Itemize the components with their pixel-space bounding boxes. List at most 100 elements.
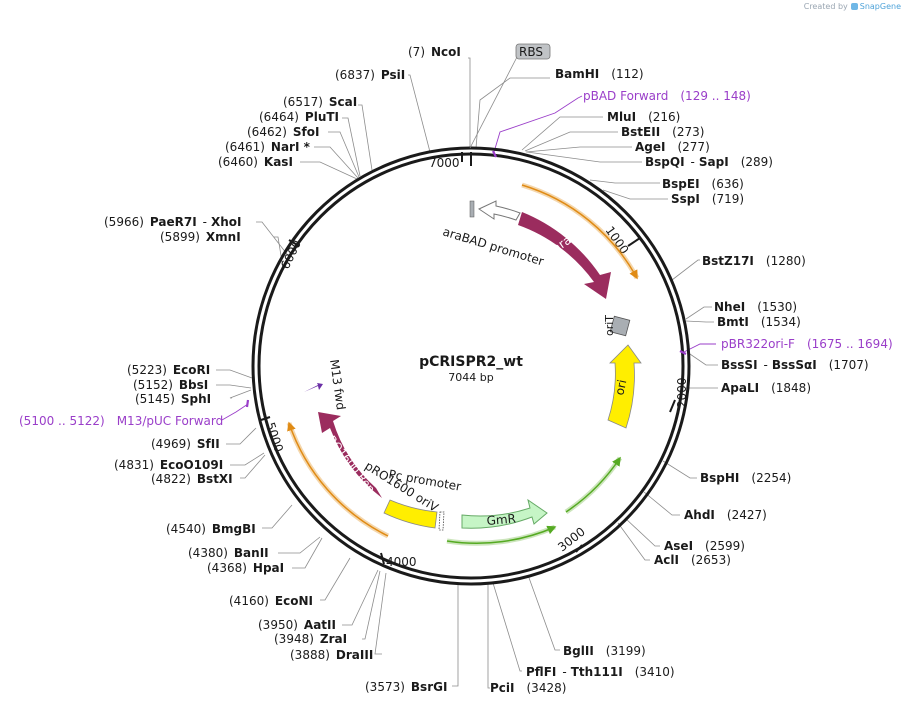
rbs-label: RBS <box>519 45 543 59</box>
orf-arc-gmr-line <box>446 525 557 545</box>
leader-ahdi <box>643 491 680 516</box>
site-bmgbi: (4540)BmgBI <box>166 522 256 536</box>
leader-zrai <box>362 570 381 640</box>
gmr-label: GmR <box>486 511 516 528</box>
site-pluti: (6464)PluTI <box>259 110 339 124</box>
tick-label-3000: 3000 <box>555 525 588 555</box>
leader-ncoi <box>468 57 471 148</box>
leader-scai <box>358 104 373 171</box>
leader-bmti <box>685 320 714 323</box>
leader-acli <box>617 522 650 561</box>
leader-m13puc-forward <box>221 403 249 421</box>
site-bsteii: BstEII(273) <box>621 125 704 139</box>
rbs-leader <box>469 56 518 149</box>
site-mlui: MluI(216) <box>607 110 680 124</box>
ori-feature <box>607 344 642 429</box>
leader-sspi <box>602 189 668 200</box>
leader-aatii <box>342 569 379 626</box>
tick-mark-4000 <box>380 552 385 565</box>
site-pcii: PciI(3428) <box>490 681 566 695</box>
leader-pbad-forward <box>493 95 583 153</box>
tick-label-2000: 2000 <box>675 377 689 408</box>
leader-sfoi <box>328 131 360 178</box>
pro1600-rep-feature <box>318 412 382 498</box>
primer-m13puc-forward: (5100 .. 5122)M13/pUC Forward <box>19 414 223 428</box>
leader-banii <box>278 536 321 554</box>
site-draiii: (3888)DraIII <box>290 648 373 662</box>
site-ahdi: AhdI(2427) <box>684 508 767 522</box>
primer-mark-pbr322 <box>679 350 687 355</box>
leader-nari <box>314 146 359 179</box>
m13-fwd-label: M13 fwd <box>327 358 348 410</box>
leader-nhei <box>685 306 712 320</box>
leader-bmgbi <box>262 504 293 529</box>
leader-asei <box>624 517 660 547</box>
plasmid-name: pCRISPR2_wt <box>419 354 523 370</box>
pc-promoter-feature <box>438 511 445 531</box>
arabad-promoter-feature <box>477 200 521 221</box>
primer-pbr322ori-f: pBR322ori-F(1675 .. 1694) <box>721 337 893 351</box>
site-hpai: (4368)HpaI <box>207 561 284 575</box>
site-xmni: (5899)XmnI <box>160 230 241 244</box>
site-acli: AclI(2653) <box>654 553 731 567</box>
orit-marker <box>609 315 631 337</box>
site-nhei: NheI(1530) <box>714 300 797 314</box>
site-econi: (4160)EcoNI <box>229 594 313 608</box>
leader-bspei <box>589 179 660 184</box>
tick-label-7000: 7000 <box>429 156 460 170</box>
leader-mlui <box>521 116 603 151</box>
pro1600-oriv-feature <box>383 499 438 529</box>
orf-arc-arac-line <box>521 184 638 280</box>
orf-arc-pro1600rep-line <box>287 421 389 537</box>
leader-agei <box>525 146 632 153</box>
site-agei: AgeI(277) <box>635 140 710 154</box>
tick-mark-2000 <box>669 399 676 413</box>
leader-xhoi <box>256 221 291 259</box>
site-psii: (6837)PsiI <box>335 68 405 82</box>
leader-draiii <box>374 572 387 655</box>
leader-pcii <box>487 584 490 689</box>
plasmid-length: 7044 bp <box>448 371 493 384</box>
m13-fwd-feature <box>304 383 323 392</box>
arac-feature <box>518 212 611 299</box>
leader-bsphi <box>662 460 697 479</box>
site-ecori: (5223)EcoRI <box>127 363 210 377</box>
leader-bstxi <box>240 454 266 479</box>
site-ncoi: (7)NcoI <box>408 45 461 59</box>
features: araC araBAD promoter oriT ori GmR pRO160… <box>304 43 642 531</box>
ori-label: ori <box>612 378 629 396</box>
site-kasi: (6460)KasI <box>218 155 293 169</box>
orf-arc-ori-line <box>565 456 621 513</box>
site-bstz17i: BstZ17I(1280) <box>702 254 806 268</box>
orf-arc-gmr <box>446 524 556 546</box>
leader-bsssi <box>686 351 718 366</box>
rbs-feature-box <box>515 43 551 60</box>
site-bstxi: (4822)BstXI <box>151 472 233 486</box>
site-apali: ApaLI(1848) <box>721 381 811 395</box>
gmr-feature <box>461 498 548 529</box>
site-bglii: BglII(3199) <box>563 644 646 658</box>
site-banii: (4380)BanII <box>188 546 269 560</box>
leader-bamhi <box>475 77 550 149</box>
orf-arc-ori <box>564 456 623 515</box>
leader-ecori <box>216 369 253 379</box>
site-paer7i-xhoi: (5966)PaeR7I-XhoI <box>104 215 242 229</box>
site-sfoi: (6462)SfoI <box>247 125 319 139</box>
site-asei: AseI(2599) <box>664 539 745 553</box>
site-bspqi-sapi: BspQI-SapI(289) <box>645 155 773 169</box>
site-bspei: BspEI(636) <box>662 177 744 191</box>
leader-sfii <box>226 427 257 445</box>
leader-bstz <box>671 259 700 281</box>
site-bbsi: (5152)BbsI <box>133 378 208 392</box>
created-by-text: Created by <box>803 2 848 11</box>
arabad-promoter-label: araBAD promoter <box>441 224 545 268</box>
site-sphi: (5145)SphI <box>135 392 211 406</box>
site-nari: (6461)NarI * <box>225 140 311 154</box>
site-scai: (6517)ScaI <box>283 95 357 109</box>
tick-label-4000: 4000 <box>386 555 417 569</box>
leader-hpai <box>292 537 323 569</box>
site-bamhi: BamHI(112) <box>555 67 644 81</box>
leader-bsteii <box>524 131 618 152</box>
